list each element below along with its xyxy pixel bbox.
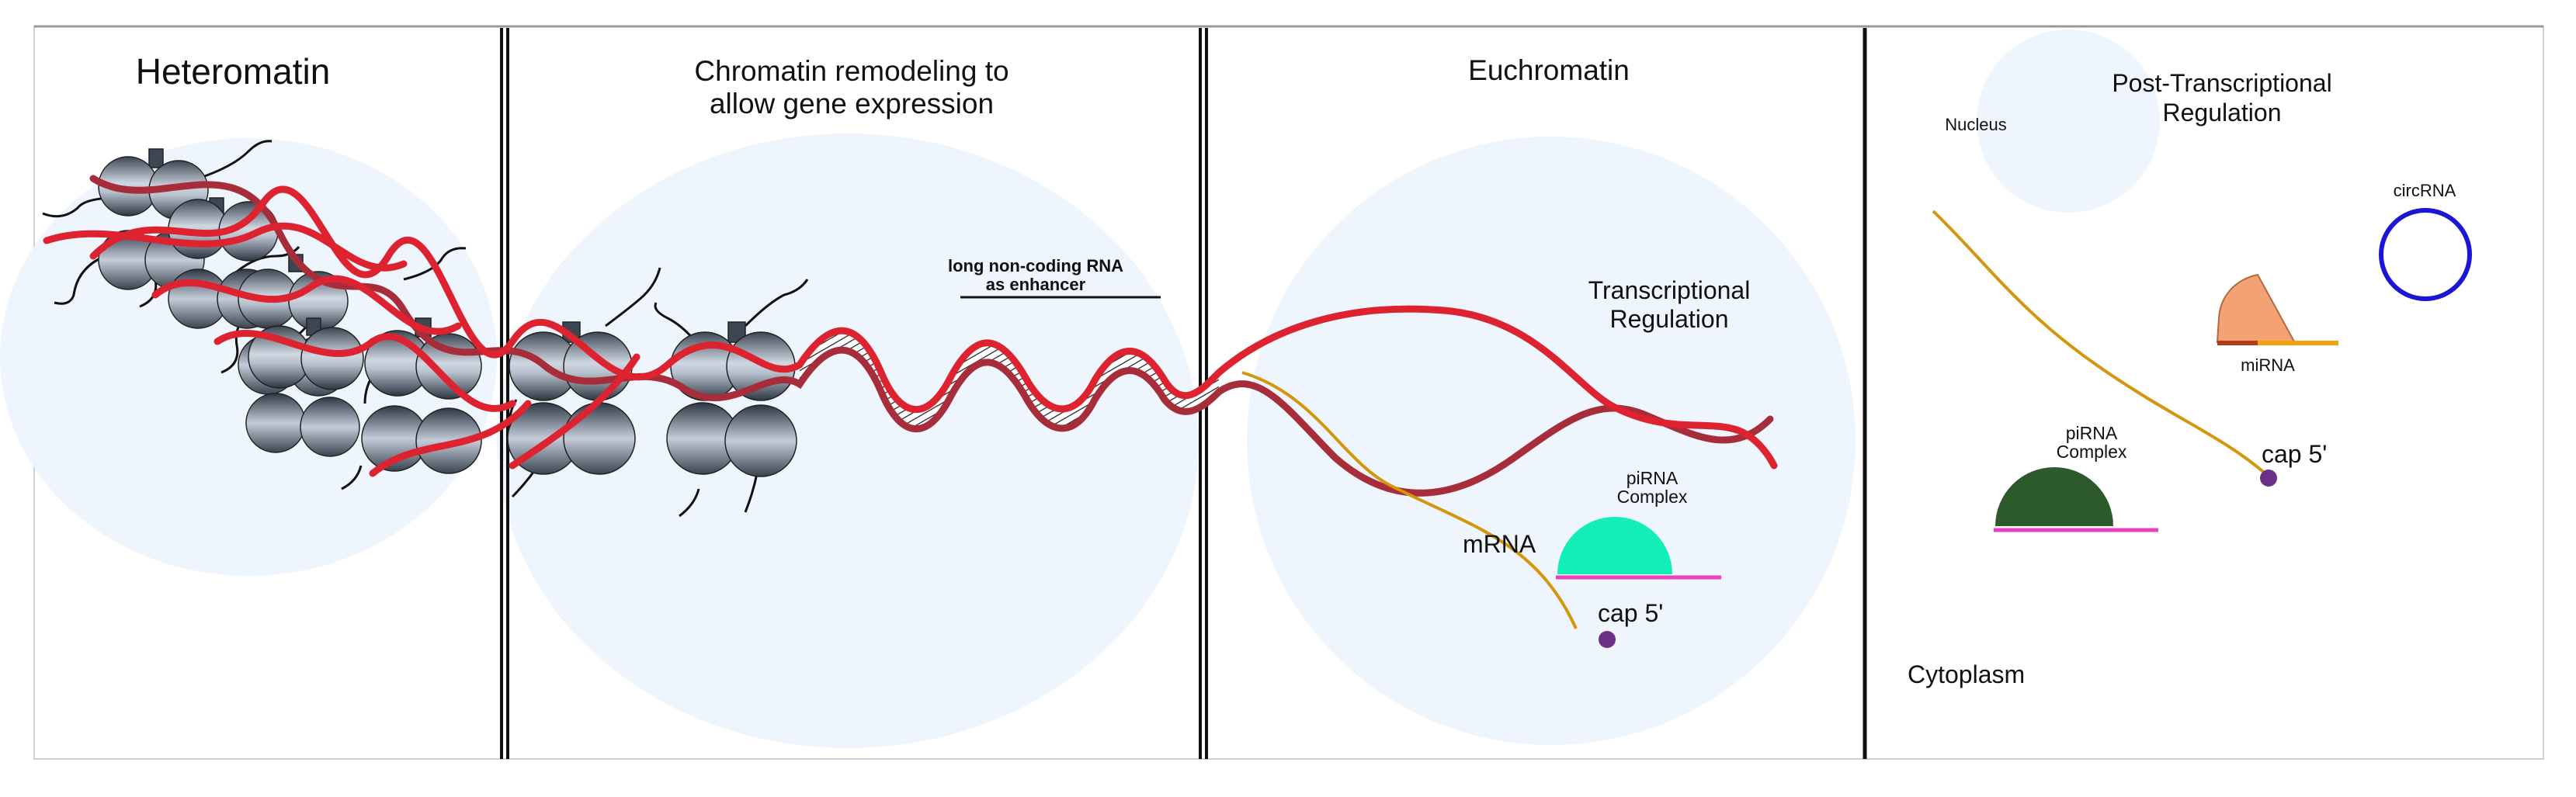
euchromatin-title: Euchromatin [1468,54,1630,86]
nuclear-cap-5-dot [1599,631,1616,648]
mirna-complex [2216,273,2338,345]
circrna-ring [2379,208,2472,301]
circrna-label: circRNA [2394,181,2456,200]
cytoplasm-cap-5-dot [2260,470,2277,487]
cytoplasm-cap-label: cap 5' [2262,440,2327,468]
euchromatin-nucleus [1247,137,1856,745]
remodeling-title-line2: allow gene expression [710,88,994,120]
post-transcriptional-title-line2: Regulation [2163,99,2282,126]
nuclear-pirna-label-line2: Complex [1617,487,1688,507]
cytoplasmic-mrna [1932,210,2277,487]
nuclear-cap-label: cap 5' [1598,599,1663,627]
nucleus-label: Nucleus [1945,115,2006,134]
remodeling-nucleus [497,133,1199,748]
lncrna-label-line2: as enhancer [986,275,1086,294]
labels: Heteromatin Chromatin remodeling to allo… [136,51,2456,688]
remodeling-title-line1: Chromatin remodeling to [694,55,1009,87]
lncrna-label: long non-coding RNA as enhancer [948,256,1161,299]
dna-strand-b [89,175,1774,497]
lncrna-label-line1: long non-coding RNA [948,256,1123,275]
mrna-label: mRNA [1463,530,1536,558]
cytoplasm-nucleus [1977,29,2160,213]
nuclear-mrna [1241,371,1616,648]
transcriptional-regulation-line2: Regulation [1610,305,1729,333]
mirna-label: miRNA [2241,355,2295,375]
transcriptional-regulation-line1: Transcriptional [1588,276,1751,304]
cytoplasm-label: Cytoplasm [1908,660,2025,688]
cytoplasm-pirna-label-line2: Complex [2057,442,2127,462]
nuclear-pirna-label-line1: piRNA [1626,468,1679,488]
nuclear-pirna-complex [1556,517,1721,580]
cytoplasm-pirna-complex [1994,467,2158,532]
post-transcriptional-title-line1: Post-Transcriptional [2112,69,2331,97]
dna-strand-a [43,185,1778,477]
heterochromatin-title: Heteromatin [136,51,331,92]
cytoplasm-pirna-label-line1: piRNA [2066,423,2118,443]
